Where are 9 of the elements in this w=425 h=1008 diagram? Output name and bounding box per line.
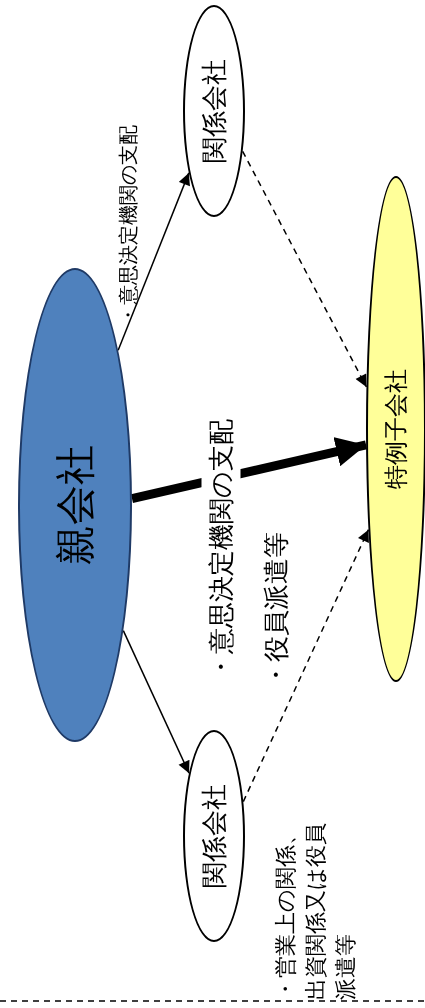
note-text: ・役員派遣等: [259, 531, 292, 688]
arrow: [122, 629, 190, 774]
arrow: [117, 172, 190, 352]
node-label: 関係会社: [197, 784, 230, 888]
node-label: 関係会社: [197, 59, 230, 163]
node-label: 特例子会社: [381, 369, 411, 489]
edge-label: ・意思決定機関の支配: [115, 124, 141, 325]
edge-label: ・営業上の関係、出資関係又は役員派遣等: [272, 822, 359, 1000]
node-label: 親会社: [51, 445, 99, 565]
